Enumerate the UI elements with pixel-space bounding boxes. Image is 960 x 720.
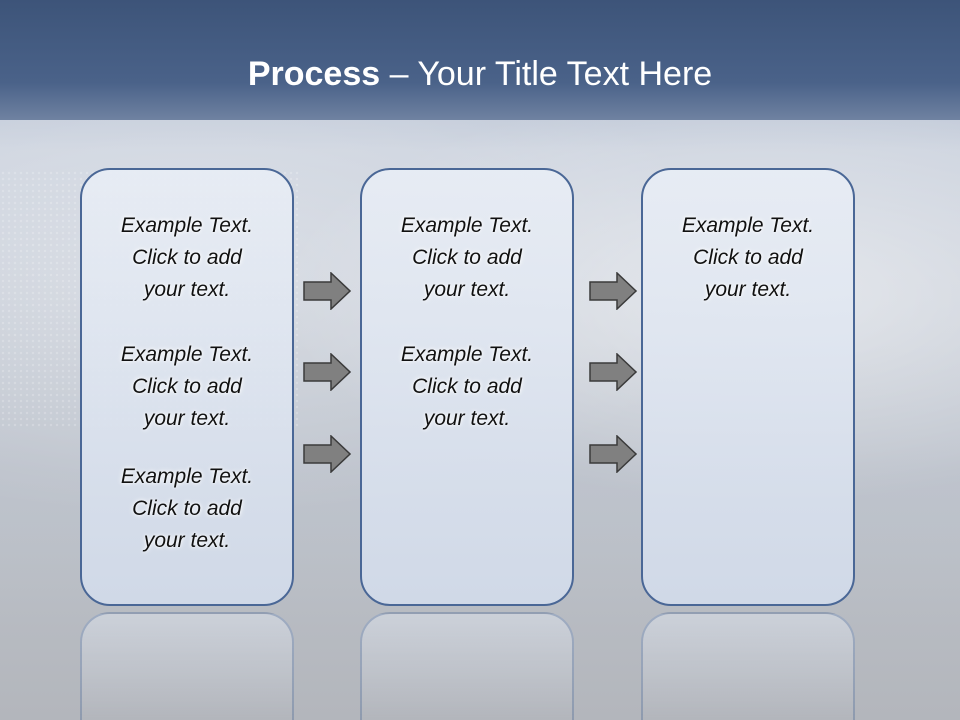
- text-line: your text.: [143, 529, 231, 552]
- text-line: Example Text.: [120, 465, 254, 488]
- text-line: Example Text.: [400, 343, 534, 366]
- right-arrow-icon: [589, 353, 637, 391]
- panel-1-text-3[interactable]: Example Text. Click to add your text.: [82, 461, 292, 557]
- text-line: Example Text.: [400, 214, 534, 237]
- panel-2-reflection: [360, 612, 574, 720]
- panel-3-reflection: [641, 612, 855, 720]
- slide-title[interactable]: Process – Your Title Text Here: [0, 52, 960, 96]
- text-line: Example Text.: [681, 214, 815, 237]
- text-line: your text.: [704, 278, 792, 301]
- right-arrow-icon: [303, 435, 351, 473]
- process-panel-2[interactable]: Example Text. Click to add your text. Ex…: [360, 168, 574, 606]
- text-line: your text.: [423, 278, 511, 301]
- text-line: Click to add: [412, 375, 522, 398]
- right-arrow-icon: [589, 272, 637, 310]
- text-line: Click to add: [132, 246, 242, 269]
- right-arrow-icon: [303, 353, 351, 391]
- panel-1-reflection: [80, 612, 294, 720]
- panel-3-text-1[interactable]: Example Text. Click to add your text.: [643, 210, 853, 306]
- right-arrow-icon: [303, 272, 351, 310]
- process-panel-3[interactable]: Example Text. Click to add your text.: [641, 168, 855, 606]
- right-arrow-icon: [589, 435, 637, 473]
- text-line: Example Text.: [120, 343, 254, 366]
- text-line: Click to add: [132, 497, 242, 520]
- panel-1-text-2[interactable]: Example Text. Click to add your text.: [82, 339, 292, 435]
- process-panel-1[interactable]: Example Text. Click to add your text. Ex…: [80, 168, 294, 606]
- title-bold: Process: [247, 55, 381, 93]
- text-line: your text.: [143, 278, 231, 301]
- text-line: your text.: [423, 407, 511, 430]
- text-line: your text.: [143, 407, 231, 430]
- panel-2-text-1[interactable]: Example Text. Click to add your text.: [362, 210, 572, 306]
- panel-2-text-2[interactable]: Example Text. Click to add your text.: [362, 339, 572, 435]
- text-line: Click to add: [693, 246, 803, 269]
- title-rest: – Your Title Text Here: [380, 55, 713, 93]
- text-line: Click to add: [412, 246, 522, 269]
- text-line: Example Text.: [120, 214, 254, 237]
- text-line: Click to add: [132, 375, 242, 398]
- panel-1-text-1[interactable]: Example Text. Click to add your text.: [82, 210, 292, 306]
